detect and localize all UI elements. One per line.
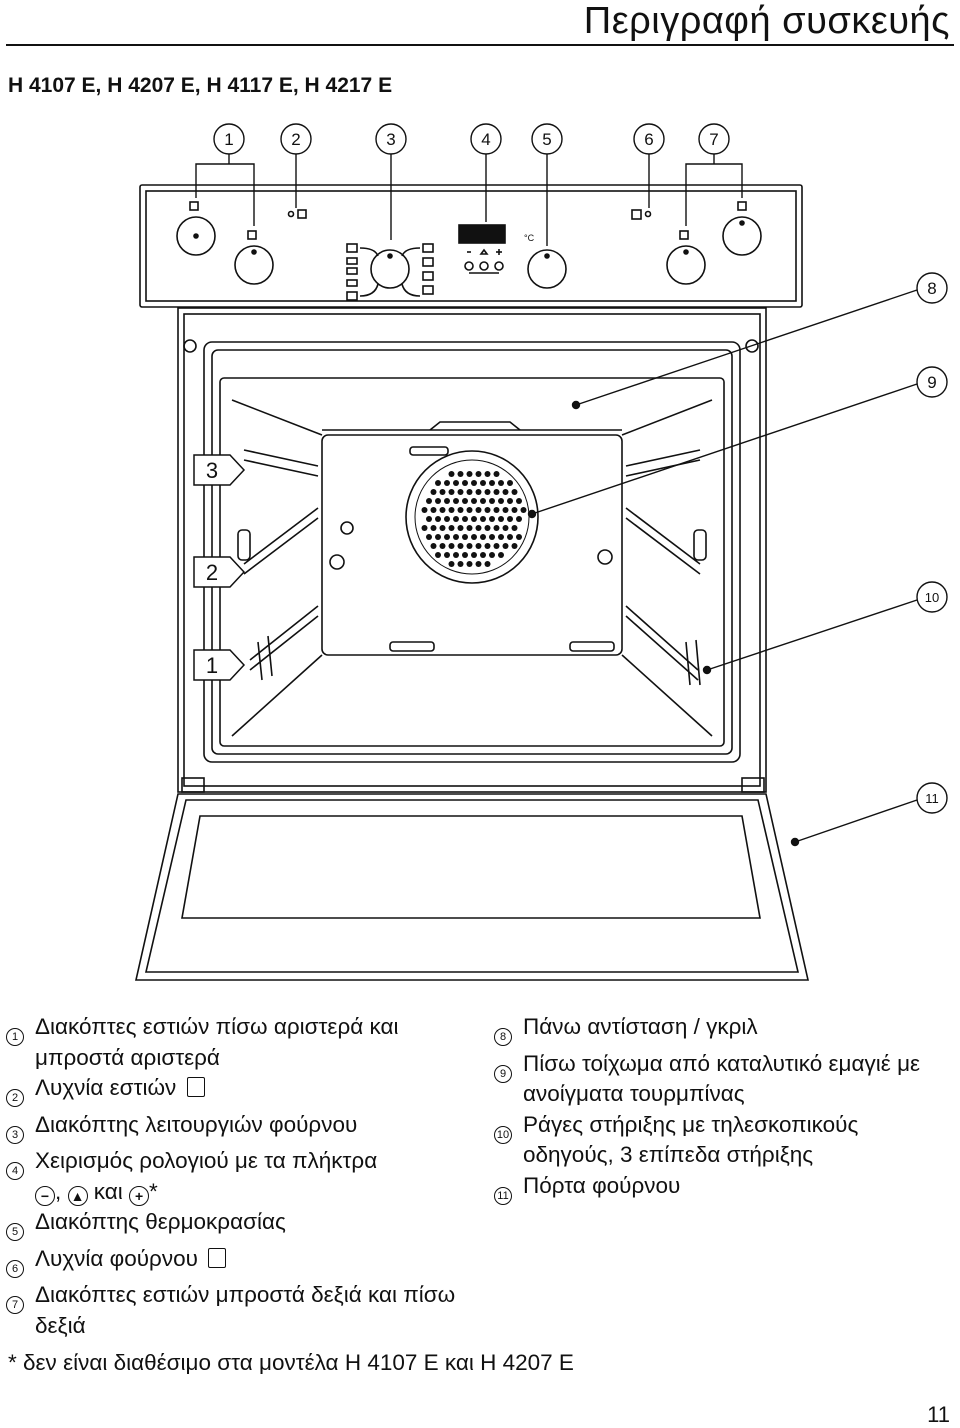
svg-text:2: 2 bbox=[291, 130, 300, 149]
model-list: H 4107 E, H 4207 E, H 4117 E, H 4217 E bbox=[8, 74, 393, 97]
level-1-marker: 1 bbox=[193, 649, 246, 681]
callout-5: 5 bbox=[531, 123, 563, 155]
oven-body bbox=[177, 307, 767, 793]
legend-item-3: 3 Διακόπτης λειτουργιών φούρνου bbox=[6, 1110, 476, 1147]
fan-openings bbox=[421, 471, 527, 567]
svg-text:1: 1 bbox=[224, 130, 233, 149]
page-title: Περιγραφή συσκευής bbox=[583, 0, 950, 42]
level-2-marker: 2 bbox=[193, 556, 246, 588]
legend-item-1: 1 Διακόπτες εστιών πίσω αριστερά και μπρ… bbox=[6, 1012, 476, 1073]
hob-lamp-icon bbox=[186, 1077, 205, 1097]
legend-right: 8 Πάνω αντίσταση / γκριλ 9 Πίσω τοίχωμα … bbox=[494, 1012, 954, 1207]
legend-left: 1 Διακόπτες εστιών πίσω αριστερά και μπρ… bbox=[6, 1012, 476, 1341]
svg-text:1: 1 bbox=[206, 653, 218, 678]
svg-text:2: 2 bbox=[206, 560, 218, 585]
legend-item-2: 2 Λυχνία εστιών bbox=[6, 1073, 476, 1110]
clock-display bbox=[458, 224, 506, 244]
plus-key-icon: + bbox=[129, 1185, 150, 1206]
rails-right bbox=[625, 449, 707, 686]
svg-text:3: 3 bbox=[386, 130, 395, 149]
callout-2: 2 bbox=[280, 123, 312, 155]
knob-front-left bbox=[234, 245, 274, 285]
svg-text:10: 10 bbox=[925, 590, 939, 605]
legend-item-10: 10 Ράγες στήριξης με τηλεσκοπικούς οδηγο… bbox=[494, 1110, 954, 1171]
callout-10: 10 bbox=[916, 581, 948, 613]
callout-7: 7 bbox=[698, 123, 730, 155]
header-divider bbox=[6, 44, 954, 46]
legend-item-8: 8 Πάνω αντίσταση / γκριλ bbox=[494, 1012, 954, 1049]
legend-item-11: 11 Πόρτα φούρνου bbox=[494, 1171, 954, 1208]
legend-item-7: 7 Διακόπτες εστιών μπροστά δεξιά και πίσ… bbox=[6, 1280, 476, 1341]
back-wall bbox=[321, 434, 623, 656]
page-number: 11 bbox=[927, 1402, 950, 1427]
legend-item-5: 5 Διακόπτης θερμοκρασίας bbox=[6, 1207, 476, 1244]
callout-3: 3 bbox=[375, 123, 407, 155]
callout-4: 4 bbox=[470, 123, 502, 155]
legend-item-9: 9 Πίσω τοίχωμα από καταλυτικό εμαγιέ με … bbox=[494, 1049, 954, 1110]
knob-temperature bbox=[527, 249, 567, 289]
minus-key-icon: − bbox=[35, 1185, 55, 1206]
door-window bbox=[181, 815, 761, 919]
oven-diagram: 3 2 1 1 2 3 4 5 6 7 8 9 10 11 bbox=[134, 123, 948, 981]
svg-text:5: 5 bbox=[542, 130, 551, 149]
knob-front-right bbox=[666, 245, 706, 285]
control-panel bbox=[139, 184, 803, 308]
svg-text:8: 8 bbox=[927, 279, 936, 298]
callout-11: 11 bbox=[916, 782, 948, 814]
callout-6: 6 bbox=[633, 123, 665, 155]
svg-text:3: 3 bbox=[206, 458, 218, 483]
oven-cavity-frame bbox=[203, 341, 741, 763]
legend-item-6: 6 Λυχνία φούρνου bbox=[6, 1244, 476, 1281]
svg-text:7: 7 bbox=[709, 130, 718, 149]
callout-8: 8 bbox=[916, 272, 948, 304]
callout-1: 1 bbox=[213, 123, 245, 155]
svg-text:°C: °C bbox=[524, 233, 535, 243]
oven-door bbox=[134, 793, 810, 981]
level-3-marker: 3 bbox=[193, 454, 246, 486]
legend-item-4: 4 Χειρισμός ρολογιού με τα πλήκτρα −, ▲ … bbox=[6, 1146, 476, 1207]
rails-left bbox=[237, 449, 319, 681]
oven-lamp-icon bbox=[208, 1247, 227, 1268]
knob-oven-functions bbox=[370, 249, 410, 289]
svg-text:6: 6 bbox=[644, 130, 653, 149]
svg-text:11: 11 bbox=[925, 791, 939, 806]
svg-text:4: 4 bbox=[481, 130, 490, 149]
knob-back-left bbox=[176, 216, 216, 256]
knob-back-right bbox=[722, 216, 762, 256]
svg-text:9: 9 bbox=[927, 373, 936, 392]
callout-9: 9 bbox=[916, 366, 948, 398]
footnote: * δεν είναι διαθέσιμο στα μοντέλα H 4107… bbox=[8, 1350, 574, 1375]
convection-fan bbox=[405, 450, 539, 584]
clock-key-icon: ▲ bbox=[67, 1185, 88, 1206]
